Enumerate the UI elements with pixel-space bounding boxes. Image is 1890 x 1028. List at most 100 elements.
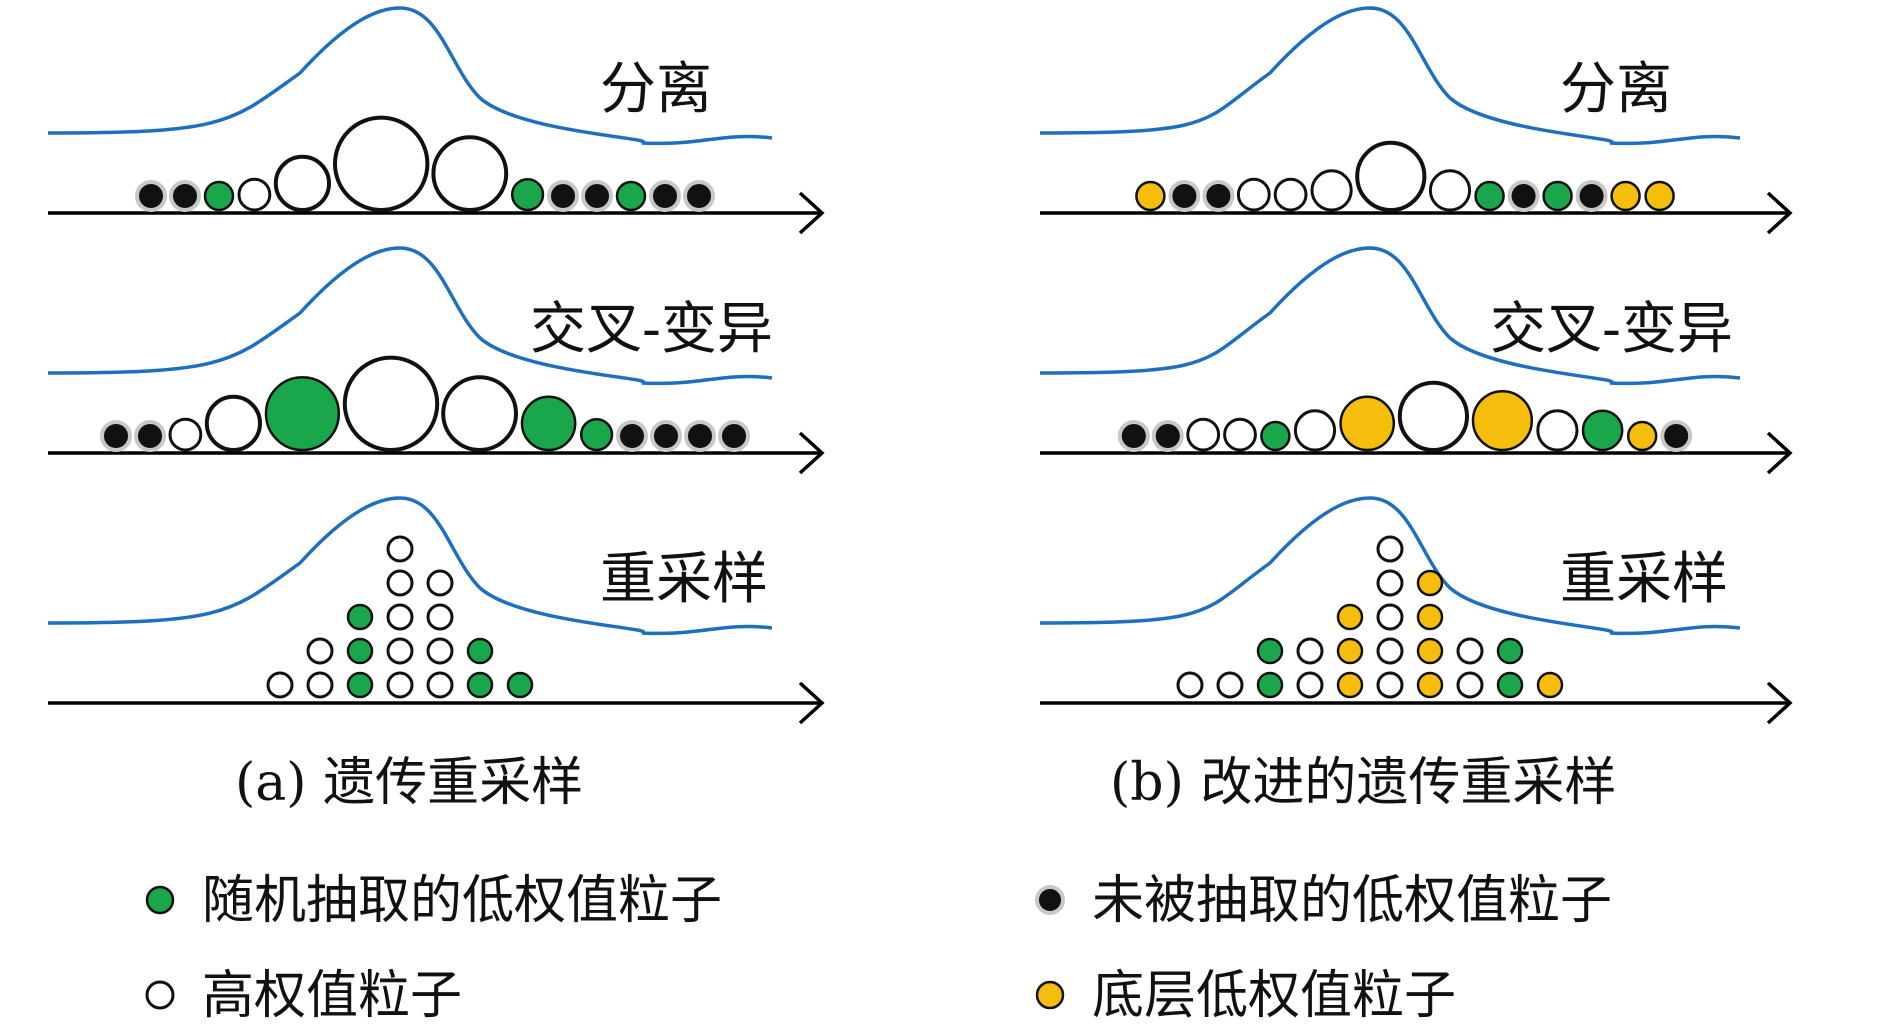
legend-text-black: 未被抽取的低权值粒子 <box>1092 871 1612 931</box>
resampled-particle-white <box>1376 603 1404 631</box>
row-1: 分离 <box>1039 6 1793 235</box>
particle-green <box>510 177 545 212</box>
resampled-particle-white <box>1176 671 1204 699</box>
particle-black <box>649 180 681 212</box>
legend-item-yellow: 底层低权值粒子 <box>1035 966 1456 1026</box>
resampled-particle-yellow <box>1536 671 1564 699</box>
particle-black <box>169 180 201 212</box>
weight-curve <box>47 496 773 636</box>
particle-white <box>1293 409 1337 452</box>
particle-black <box>1575 180 1608 212</box>
axis-arrowhead <box>1766 681 1793 725</box>
particle-white <box>1536 409 1579 452</box>
resampled-particle-green <box>346 671 374 699</box>
resampled-particle-white <box>426 671 454 699</box>
particle-yellow <box>1626 420 1658 452</box>
particle-black <box>134 420 166 452</box>
resampled-particle-yellow <box>1416 671 1444 699</box>
resampled-particle-white <box>1376 569 1404 597</box>
legend-text-green: 随机抽取的低权值粒子 <box>202 871 722 931</box>
resampled-particle-white <box>426 637 454 665</box>
resampled-particle-white <box>386 637 414 665</box>
resampled-particle-white <box>426 603 454 631</box>
resampled-particle-white <box>266 671 294 699</box>
axis-arrowhead <box>798 681 825 725</box>
resampled-particle-yellow <box>1416 569 1444 597</box>
resampled-particle-white <box>306 637 334 665</box>
particle-white <box>168 417 203 452</box>
particle-green <box>1542 180 1573 212</box>
resampled-particle-white <box>1216 671 1244 699</box>
particle-black <box>718 420 750 452</box>
particle-white <box>431 135 509 213</box>
stage-label: 重采样 <box>600 547 768 612</box>
caption-b: (b) 改进的遗传重采样 <box>1110 753 1616 813</box>
legend-text-yellow: 底层低权值粒子 <box>1092 966 1456 1026</box>
particle-white <box>1273 177 1308 212</box>
legend-item-black: 未被抽取的低权值粒子 <box>1035 871 1612 931</box>
particle-white <box>237 177 272 212</box>
resampled-particle-green <box>1496 671 1524 699</box>
particle-white <box>1428 169 1472 212</box>
resampled-particle-white <box>1296 637 1324 665</box>
resampled-particle-white <box>426 569 454 597</box>
particle-black <box>684 420 716 452</box>
legend-item-green: 随机抽取的低权值粒子 <box>145 871 722 931</box>
legend-item-white: 高权值粒子 <box>145 966 462 1026</box>
particle-black <box>100 420 132 452</box>
particle-black <box>1507 180 1540 212</box>
axis-arrowhead <box>798 191 825 235</box>
legend-marker-green <box>145 885 175 915</box>
axis-arrowhead <box>798 431 825 475</box>
particle-white <box>333 115 430 213</box>
particle-black <box>135 180 167 212</box>
stage-label: 重采样 <box>1560 547 1728 612</box>
particle-green <box>1260 420 1291 452</box>
particle-black <box>1168 180 1201 212</box>
particle-black <box>683 180 715 212</box>
row-2: 交叉-变异 <box>47 246 825 475</box>
legend: 随机抽取的低权值粒子 高权值粒子 未被抽取的低权值粒子 底层低权值粒子 <box>145 871 1612 1026</box>
particle-green <box>615 180 647 212</box>
row-2: 交叉-变异 <box>1039 246 1793 475</box>
resampled-particle-yellow <box>1416 637 1444 665</box>
row-1: 分离 <box>47 6 825 235</box>
stage-label: 交叉-变异 <box>530 297 773 362</box>
resampled-particle-white <box>1456 637 1484 665</box>
stage-label: 交叉-变异 <box>1490 297 1733 362</box>
particle-yellow <box>1610 180 1641 212</box>
weight-curve <box>47 6 773 146</box>
stage-label: 分离 <box>1560 57 1672 122</box>
weight-curve <box>1039 496 1741 636</box>
particle-black <box>1117 420 1150 452</box>
particle-yellow <box>1135 180 1166 212</box>
resampled-particle-green <box>466 637 494 665</box>
resampled-particle-white <box>1376 671 1404 699</box>
particle-green <box>1581 409 1624 452</box>
resampled-particle-green <box>346 637 374 665</box>
resampled-particle-green <box>1256 637 1284 665</box>
resampled-particle-green <box>1496 637 1524 665</box>
axis-arrowhead <box>1766 431 1793 475</box>
legend-text-white: 高权值粒子 <box>202 966 462 1026</box>
particle-white <box>1355 140 1427 212</box>
particle-green <box>264 375 341 452</box>
particle-black <box>581 180 613 212</box>
resampled-particle-white <box>1376 535 1404 563</box>
resampled-particle-white <box>1296 671 1324 699</box>
caption-a: (a) 遗传重采样 <box>235 753 583 813</box>
resampled-particle-yellow <box>1336 603 1364 631</box>
resampled-particle-white <box>1376 637 1404 665</box>
particle-white <box>1223 417 1257 452</box>
particle-white <box>342 355 440 452</box>
resampled-particle-green <box>506 671 534 699</box>
particle-white <box>1310 169 1353 212</box>
particle-white <box>204 394 262 452</box>
resampled-particle-white <box>386 569 414 597</box>
resampled-particle-yellow <box>1416 603 1444 631</box>
resampled-particle-green <box>1256 671 1284 699</box>
